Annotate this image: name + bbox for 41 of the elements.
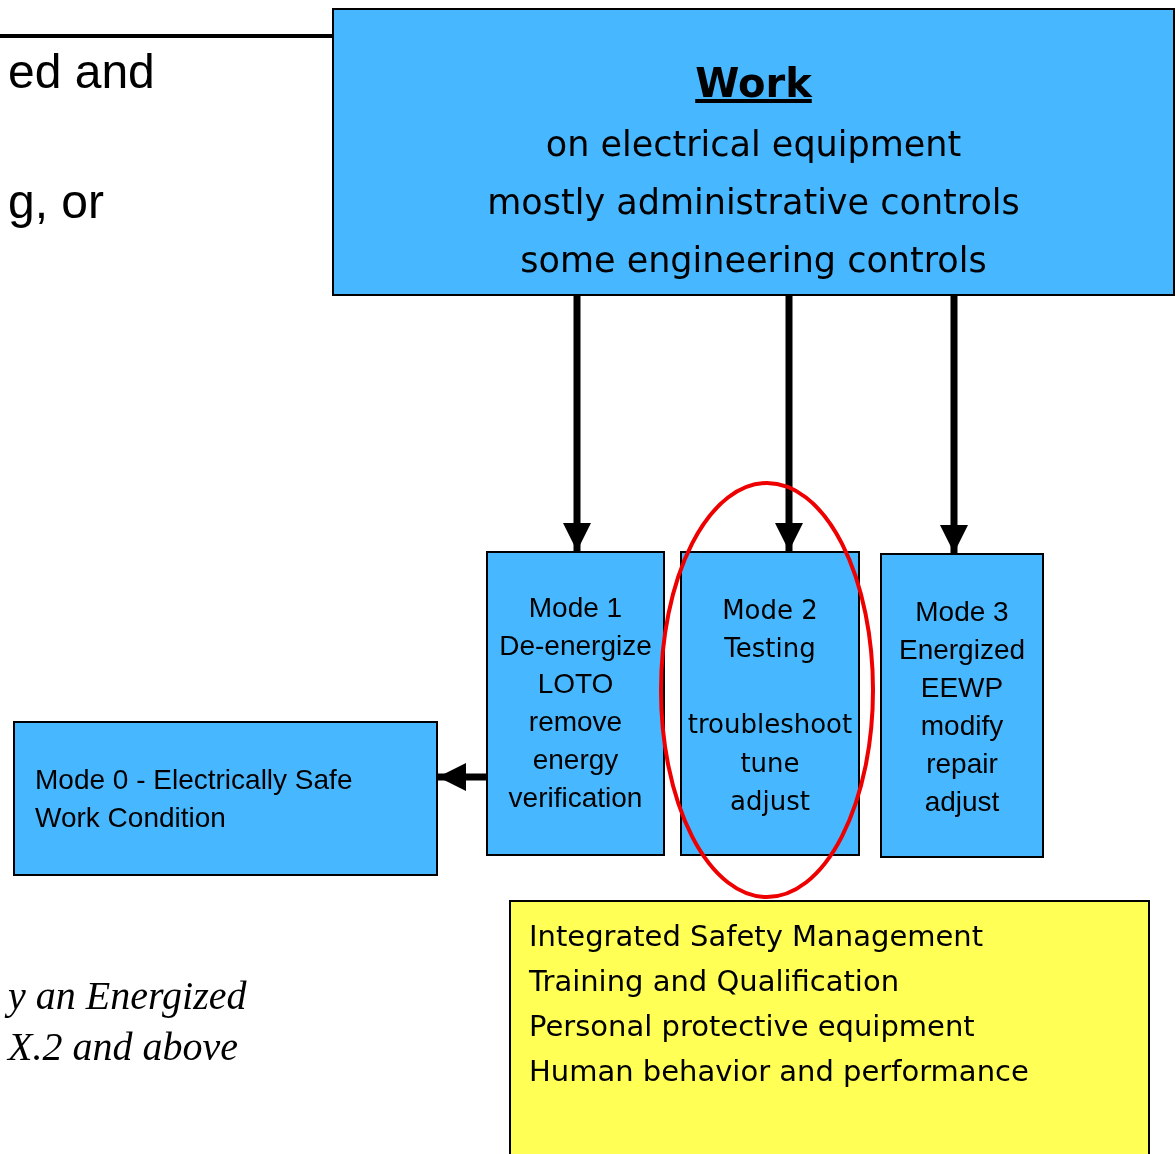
box-text: Integrated Safety Management	[529, 918, 984, 955]
box-text: tune	[740, 746, 800, 780]
box-text: LOTO	[537, 667, 614, 702]
note-box	[509, 900, 1150, 1154]
box-text: remove	[528, 705, 623, 740]
line	[0, 34, 332, 38]
text-fragment: y an Energized	[2, 972, 253, 1019]
box-heading: Work	[695, 59, 812, 108]
box-text: adjust	[924, 785, 1000, 820]
box-text: De-energize	[499, 629, 652, 664]
box-text: verification	[508, 781, 643, 816]
text-fragment: ed and	[7, 44, 156, 99]
box-text: modify	[920, 709, 1004, 744]
arrow	[940, 296, 968, 553]
box-text: Human behavior and performance	[529, 1052, 1029, 1090]
arrow	[563, 296, 591, 551]
box-text: Energized	[898, 633, 1026, 668]
mode-box	[880, 553, 1044, 858]
box-text: Personal protective equipment	[529, 1007, 975, 1045]
box-text: repair	[926, 747, 998, 782]
box-text: Mode 3	[915, 595, 1009, 629]
mode-box	[680, 551, 860, 856]
text-fragment: X.2 and above	[5, 1023, 239, 1070]
box-text: Training and Qualification	[529, 962, 900, 1000]
box-text: Mode 1	[528, 591, 623, 625]
mode-box	[486, 551, 665, 856]
work-box	[332, 8, 1175, 296]
box-text: mostly administrative controls	[487, 180, 1020, 224]
box-text: troubleshoot	[687, 708, 853, 742]
box-text: energy	[532, 743, 619, 778]
box-text: some engineering controls	[520, 238, 987, 282]
arrow	[438, 763, 486, 791]
text-fragment: g, or	[7, 174, 106, 229]
box-text: Mode 2	[722, 594, 818, 627]
arrow	[775, 296, 803, 551]
box-text: adjust	[730, 784, 810, 818]
box-text: Testing	[724, 632, 816, 666]
box-text: Mode 0 - Electrically Safe Work Condition	[35, 763, 354, 836]
box-text: EEWP	[920, 671, 1004, 706]
box-text: on electrical equipment	[545, 123, 962, 166]
mode-box	[13, 721, 438, 876]
